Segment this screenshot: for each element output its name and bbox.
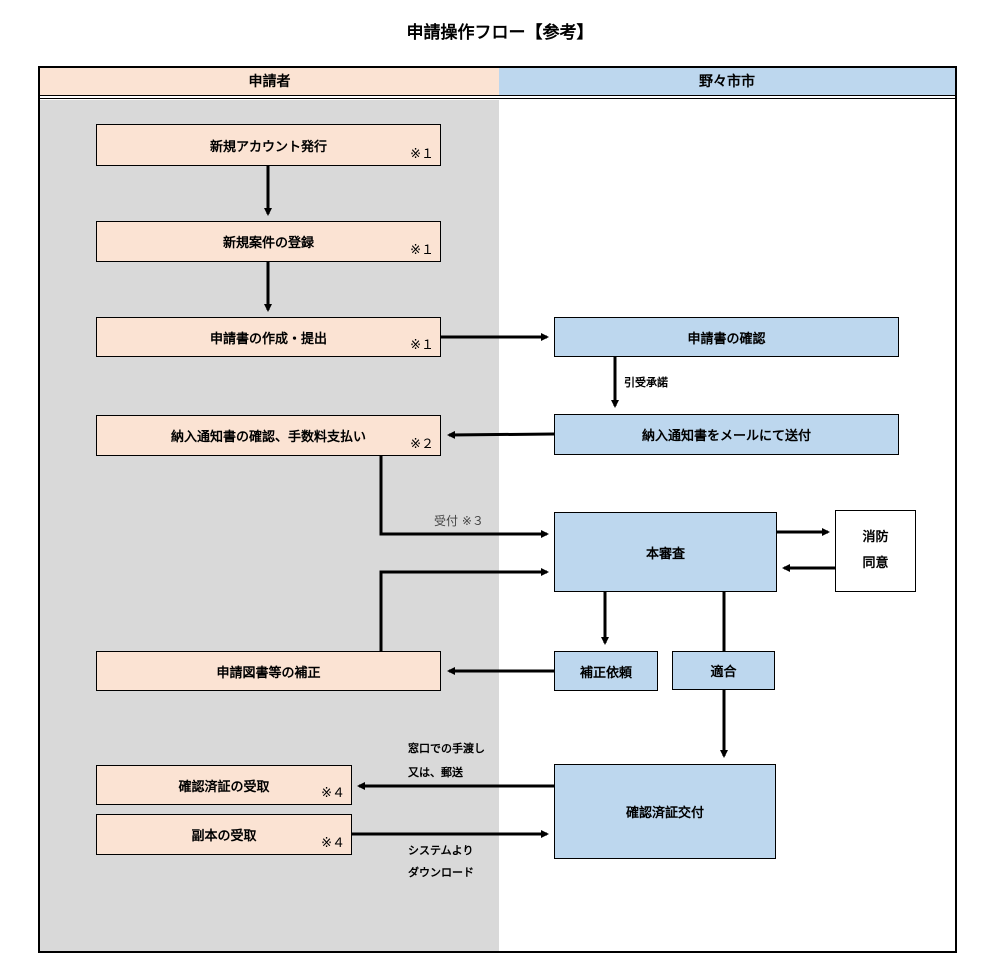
box-conform: 適合	[672, 651, 775, 690]
label-system-line1: システムより	[408, 844, 474, 857]
page-title: 申請操作フロー【参考】	[406, 23, 594, 43]
note-1: ※１	[410, 147, 434, 162]
box-create-submit-label: 申請書の作成・提出	[209, 331, 327, 347]
lane-header-city: 野々市市	[499, 68, 955, 96]
label-received: 受付 ※３	[434, 514, 484, 528]
note-4: ※４	[321, 786, 345, 801]
arrow-payment-to-review	[379, 456, 549, 538]
label-system-line2: ダウンロード	[408, 866, 474, 879]
box-correction-label: 申請図書等の補正	[216, 665, 321, 681]
note-4: ※４	[321, 836, 345, 851]
box-send-notice: 納入通知書をメールにて送付	[554, 414, 899, 455]
box-new-account: 新規アカウント発行 ※１	[96, 124, 441, 166]
box-conform-label: 適合	[710, 665, 737, 680]
box-issue-cert-label: 確認済証交付	[625, 806, 704, 821]
box-receive-copy-label: 副本の受取	[191, 829, 257, 844]
header-divider	[40, 98, 955, 99]
box-new-account-label: 新規アカウント発行	[209, 139, 327, 155]
box-request-fix-label: 補正依頼	[579, 665, 632, 681]
lane-header-applicant: 申請者	[40, 68, 499, 96]
box-request-fix: 補正依頼	[554, 651, 658, 691]
flow-frame	[38, 66, 957, 953]
box-main-review-label: 本審査	[645, 546, 685, 562]
arrow-notice-to-payment	[447, 430, 555, 439]
box-create-submit: 申請書の作成・提出 ※１	[96, 317, 441, 357]
note-1: ※１	[410, 338, 434, 353]
arrow-correction-to-review	[379, 568, 549, 651]
box-receive-cert-label: 確認済証の受取	[178, 779, 270, 795]
label-accept-undertake: 引受承諾	[624, 376, 668, 389]
note-2: ※２	[410, 437, 434, 452]
box-payment-label: 納入通知書の確認、手数料支払い	[170, 430, 366, 445]
box-new-case-label: 新規案件の登録	[222, 236, 314, 251]
box-receive-cert: 確認済証の受取 ※４	[96, 765, 352, 805]
box-issue-cert: 確認済証交付	[554, 764, 776, 859]
box-main-review: 本審査	[554, 512, 777, 592]
box-send-notice-label: 納入通知書をメールにて送付	[641, 429, 811, 444]
label-window-line1: 窓口での手渡し	[408, 742, 485, 755]
box-check-application-label: 申請書の確認	[687, 331, 766, 347]
box-fire-consent-label: 消防 同意	[862, 530, 889, 571]
label-window-line2: 又は、郵送	[408, 766, 463, 779]
box-receive-copy: 副本の受取 ※４	[96, 814, 352, 855]
box-correction: 申請図書等の補正	[96, 651, 441, 691]
note-1: ※１	[410, 243, 434, 258]
box-payment: 納入通知書の確認、手数料支払い ※２	[96, 415, 441, 456]
box-check-application: 申請書の確認	[554, 317, 899, 357]
box-fire-consent: 消防 同意	[835, 510, 916, 592]
box-new-case: 新規案件の登録 ※１	[96, 221, 441, 262]
